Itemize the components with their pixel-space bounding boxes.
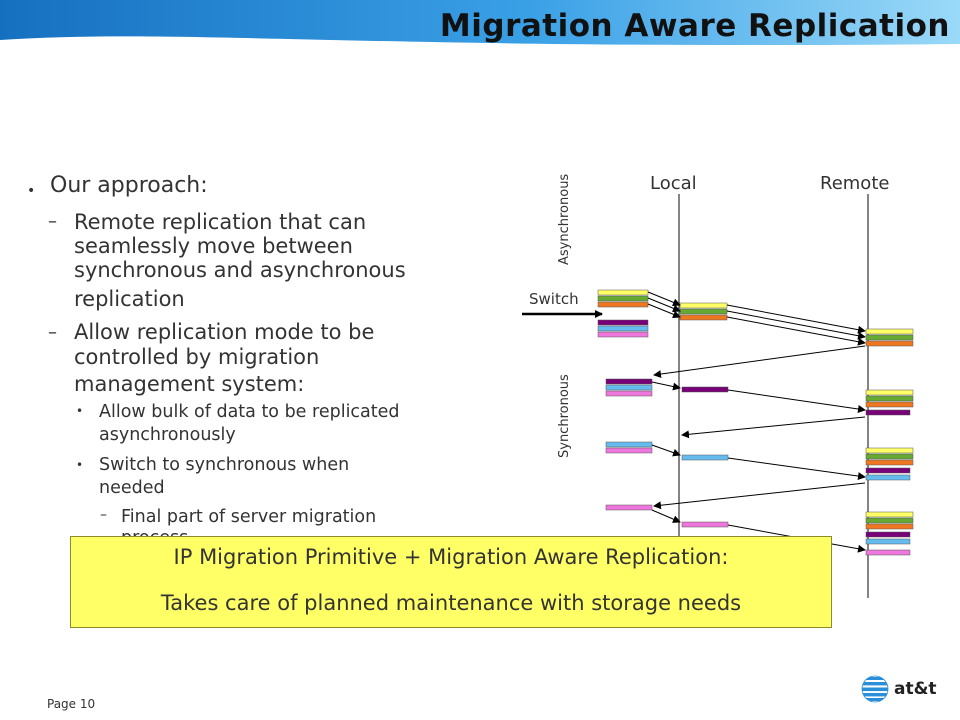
bullet-dot: • bbox=[76, 404, 84, 418]
block-local-pink-left bbox=[605, 504, 653, 511]
dash-marker: – bbox=[48, 322, 57, 343]
sub-bullet-1-line-4: replication bbox=[74, 287, 185, 311]
slide-title: Migration Aware Replication bbox=[439, 8, 950, 44]
bullet-approach: Our approach: bbox=[50, 173, 208, 198]
sub-bullet-2-line-1: Allow replication mode to be bbox=[74, 320, 375, 344]
sync-arrow bbox=[651, 509, 681, 523]
sub-sub-bullet-1-line-2: asynchronously bbox=[99, 425, 236, 445]
sync-arrow bbox=[653, 345, 866, 379]
sub-bullet-2-line-2: controlled by migration bbox=[74, 345, 320, 369]
sub-bullet-1-line-1: Remote replication that can bbox=[74, 210, 367, 234]
block-stack-local-async bbox=[597, 289, 649, 338]
callout-line-2: Takes care of planned maintenance with s… bbox=[160, 591, 742, 615]
att-logo-text: at&t bbox=[894, 679, 937, 699]
sub-sub-bullet-2-line-2: needed bbox=[99, 478, 165, 498]
async-arrows bbox=[647, 291, 866, 346]
sync-arrow bbox=[651, 444, 681, 457]
block-stack-remote-4 bbox=[865, 511, 914, 556]
title-banner bbox=[0, 0, 960, 58]
block-stack-local-sync-1 bbox=[605, 378, 653, 397]
asynchronous-label: Asynchronous bbox=[557, 174, 572, 265]
att-globe-icon bbox=[861, 675, 889, 703]
sync-arrow bbox=[727, 389, 866, 413]
block-stack-remote-1 bbox=[865, 328, 914, 347]
bullet-dot: • bbox=[27, 183, 36, 199]
remote-label: Remote bbox=[820, 173, 889, 194]
switch-label: Switch bbox=[529, 290, 579, 308]
sub-sub-bullet-2-line-1: Switch to synchronous when bbox=[99, 455, 350, 475]
block-local-purple bbox=[681, 386, 729, 393]
sync-arrow bbox=[727, 457, 866, 481]
dash-marker: – bbox=[48, 211, 57, 232]
summary-callout: IP Migration Primitive + Migration Aware… bbox=[70, 536, 832, 628]
sub-bullet-1-line-2: seamlessly move between bbox=[74, 234, 353, 258]
local-label: Local bbox=[650, 173, 697, 194]
dash-marker: – bbox=[100, 507, 107, 523]
block-stack-local-mid bbox=[679, 302, 728, 321]
block-local-cyan bbox=[681, 454, 729, 461]
block-stack-remote-2 bbox=[865, 389, 914, 416]
block-stack-remote-3 bbox=[865, 447, 914, 481]
sync-arrow bbox=[651, 381, 681, 391]
sub-bullet-2-line-3: management system: bbox=[74, 372, 305, 396]
sub-sub-bullet-1-line-1: Allow bulk of data to be replicated bbox=[99, 402, 400, 422]
sync-arrow bbox=[653, 482, 866, 510]
bullet-dot: • bbox=[76, 458, 84, 472]
sub-bullet-1-line-3: synchronous and asynchronous bbox=[74, 258, 406, 282]
block-stack-local-sync-2 bbox=[605, 441, 653, 454]
synchronous-label: Synchronous bbox=[557, 374, 572, 458]
block-local-pink bbox=[681, 521, 729, 528]
sync-arrow bbox=[681, 416, 866, 439]
callout-line-1: IP Migration Primitive + Migration Aware… bbox=[173, 545, 729, 569]
level4-line-1: Final part of server migration bbox=[121, 507, 377, 527]
replication-diagram: Local Remote Asynchronous Synchronous Sw… bbox=[522, 173, 914, 598]
page-number: Page 10 bbox=[47, 697, 96, 711]
